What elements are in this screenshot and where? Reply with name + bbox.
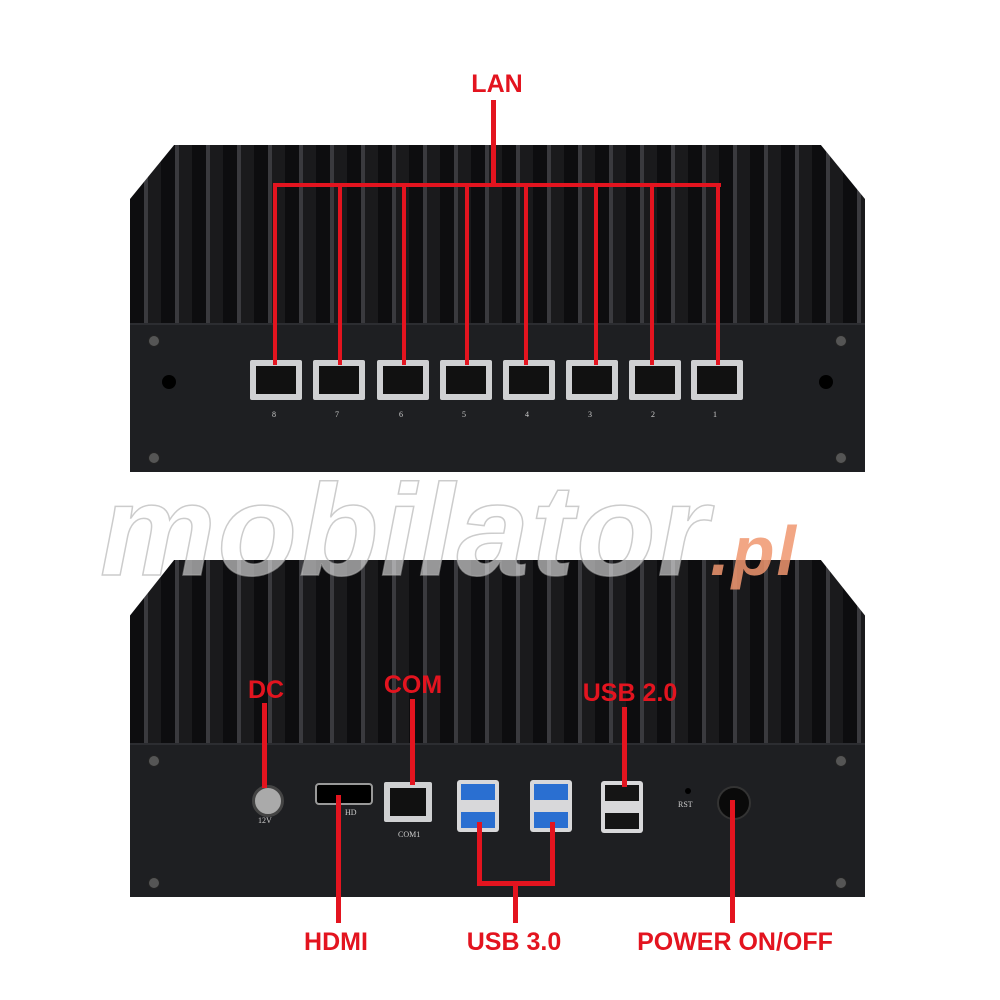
dc-callout: DC <box>247 676 285 704</box>
screw <box>835 755 847 767</box>
lan-port-label: 8 <box>272 410 276 419</box>
usb3-callout: USB 3.0 <box>466 928 562 956</box>
watermark-logo: mobilator.pl <box>99 455 798 605</box>
power-callout: POWER ON/OFF <box>637 928 833 956</box>
lan-port <box>503 360 555 400</box>
rst-label: RST <box>678 800 693 809</box>
lan-port-label: 7 <box>335 410 339 419</box>
screw <box>148 335 160 347</box>
heatsink-fins <box>130 145 865 325</box>
usb3-callout-line <box>550 822 555 885</box>
lan-port-label: 5 <box>462 410 466 419</box>
screw <box>148 877 160 889</box>
lan-callout-line <box>402 183 406 365</box>
usb2-callout: USB 2.0 <box>582 679 678 707</box>
power-callout-line <box>730 800 735 923</box>
hdmi-port <box>315 783 373 805</box>
hdmi-label: HD <box>345 808 357 817</box>
lan-port-label: 3 <box>588 410 592 419</box>
watermark-text: mobilator <box>99 456 711 604</box>
com-callout: COM <box>383 671 443 699</box>
lan-port <box>440 360 492 400</box>
lan-port <box>250 360 302 400</box>
lan-callout-line <box>338 183 342 365</box>
screw <box>835 335 847 347</box>
screw <box>148 755 160 767</box>
lan-callout-line <box>273 183 721 187</box>
antenna-hole <box>819 375 833 389</box>
com-port <box>384 782 432 822</box>
lan-port <box>377 360 429 400</box>
lan-port-label: 4 <box>525 410 529 419</box>
lan-callout-line <box>716 183 720 365</box>
usb2-port <box>601 781 643 833</box>
lan-port-label: 2 <box>651 410 655 419</box>
dc-jack <box>252 785 284 817</box>
lan-callout-line <box>465 183 469 365</box>
usb3-callout-line <box>513 881 518 923</box>
lan-callout: LAN <box>471 70 523 98</box>
lan-port-label: 1 <box>713 410 717 419</box>
reset-button <box>685 788 691 794</box>
dc-label: 12V <box>258 816 272 825</box>
usb3-callout-line <box>477 822 482 885</box>
lan-port-label: 6 <box>399 410 403 419</box>
usb2-callout-line <box>622 707 627 787</box>
lan-port <box>629 360 681 400</box>
lan-callout-line <box>491 100 496 187</box>
lan-callout-line <box>650 183 654 365</box>
screw <box>148 452 160 464</box>
screw <box>835 452 847 464</box>
lan-callout-line <box>524 183 528 365</box>
mini-pc-lan-side <box>130 145 865 472</box>
lan-port <box>313 360 365 400</box>
hdmi-callout: HDMI <box>304 928 368 956</box>
com-callout-line <box>410 699 415 785</box>
mini-pc-io-side <box>130 560 865 897</box>
dc-callout-line <box>262 703 267 788</box>
front-panel <box>130 743 865 897</box>
screw <box>835 877 847 889</box>
antenna-hole <box>162 375 176 389</box>
com-label: COM1 <box>398 830 421 839</box>
lan-callout-line <box>594 183 598 365</box>
lan-port <box>566 360 618 400</box>
lan-port <box>691 360 743 400</box>
watermark-pl: .pl <box>710 512 798 590</box>
lan-callout-line <box>273 183 277 365</box>
heatsink-fins <box>130 560 865 745</box>
hdmi-callout-line <box>336 795 341 923</box>
front-panel <box>130 323 865 472</box>
